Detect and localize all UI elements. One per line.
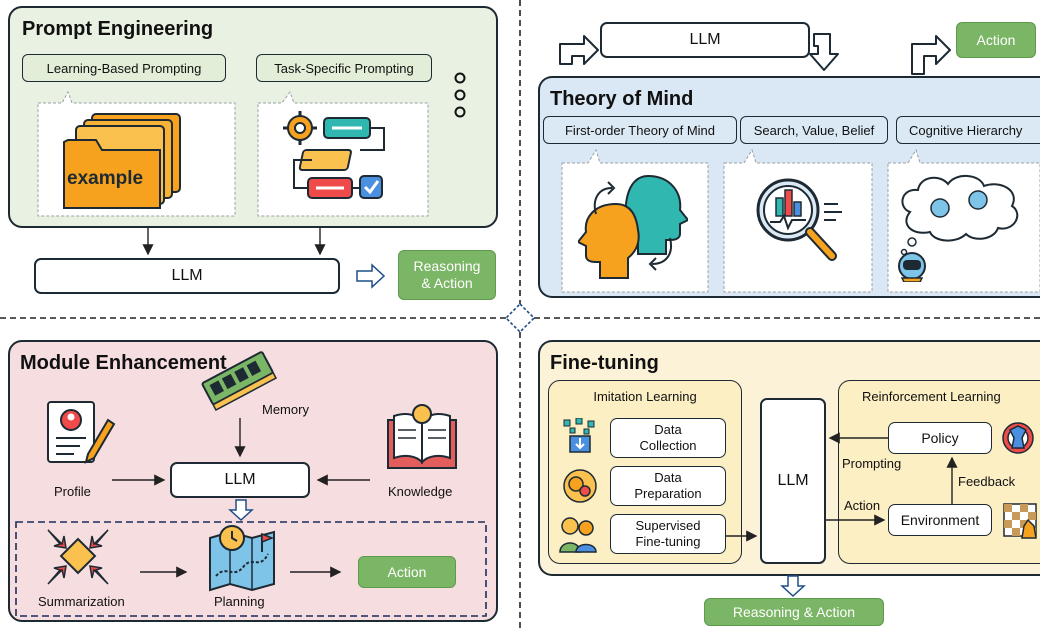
data-preparation-icon <box>563 469 597 503</box>
prompt-output-reasoning-action: Reasoning & Action <box>398 250 496 300</box>
magnifier-chart-icon <box>756 178 842 261</box>
prompt-engineering-title: Prompt Engineering <box>22 18 214 40</box>
supervised-finetuning-box: Supervised Fine-tuning <box>610 514 726 554</box>
chess-gear-icon <box>1002 422 1034 454</box>
two-heads-icon <box>578 174 688 279</box>
more-dots-icon <box>454 72 466 118</box>
finetune-llm-box: LLM <box>760 398 826 564</box>
example-folder-icon <box>63 113 181 209</box>
summarization-label: Summarization <box>38 594 125 609</box>
imitation-learning-title: Imitation Learning <box>593 389 697 404</box>
tag-learning-based-prompting: Learning-Based Prompting <box>22 54 226 82</box>
data-collection-box: Data Collection <box>610 418 726 458</box>
task-workflow-icon <box>283 111 385 199</box>
example-word: example <box>67 168 144 189</box>
memory-label: Memory <box>262 402 309 417</box>
prompting-label: Prompting <box>842 456 902 471</box>
chessboard-icon <box>1003 503 1037 539</box>
planning-icon <box>209 525 275 592</box>
finetune-output-reasoning-action: Reasoning & Action <box>704 598 884 626</box>
environment-box: Environment <box>888 504 992 536</box>
profile-label: Profile <box>54 484 91 499</box>
feedback-label: Feedback <box>958 474 1016 489</box>
reinforcement-learning-title: Reinforcement Learning <box>862 389 1001 404</box>
tom-llm-box: LLM <box>600 22 810 58</box>
summarization-icon <box>47 529 109 585</box>
tag-task-specific-prompting: Task-Specific Prompting <box>256 54 432 82</box>
knowledge-label: Knowledge <box>388 484 453 499</box>
module-enhancement-title: Module Enhancement <box>20 352 227 374</box>
tag-search-value-belief: Search, Value, Belief <box>740 116 888 144</box>
thinking-robots-icon <box>898 175 1019 282</box>
tag-first-order-tom: First-order Theory of Mind <box>543 116 737 144</box>
supervisor-icon <box>559 517 597 553</box>
profile-icon <box>47 401 116 464</box>
fine-tuning-title: Fine-tuning <box>550 352 659 374</box>
data-collection-icon <box>563 418 595 453</box>
data-preparation-box: Data Preparation <box>610 466 726 506</box>
prompt-llm-box: LLM <box>34 258 340 294</box>
module-llm-box: LLM <box>170 462 310 498</box>
module-action-box: Action <box>358 556 456 588</box>
action-label: Action <box>844 498 881 513</box>
policy-box: Policy <box>888 422 992 454</box>
theory-of-mind-title: Theory of Mind <box>550 88 694 110</box>
memory-chip-icon <box>201 351 278 411</box>
knowledge-book-icon <box>387 404 457 469</box>
tag-cognitive-hierarchy: Cognitive Hierarchy <box>896 116 1040 144</box>
planning-label: Planning <box>214 594 265 609</box>
tom-action-box: Action <box>956 22 1036 58</box>
